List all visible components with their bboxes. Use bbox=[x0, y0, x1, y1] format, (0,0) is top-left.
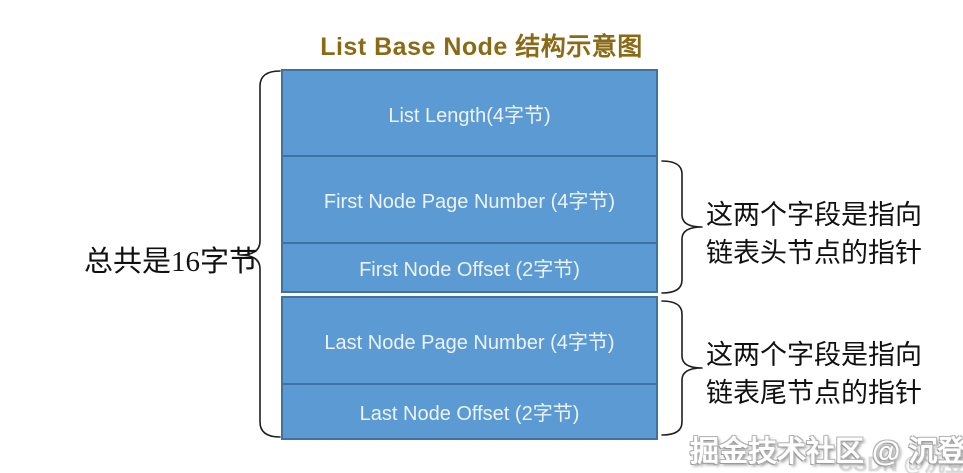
field-group-top: List Length(4字节) First Node Page Number … bbox=[281, 69, 658, 293]
head-pointer-note: 这两个字段是指向 链表头节点的指针 bbox=[706, 196, 922, 272]
right-brace-head bbox=[660, 158, 704, 296]
field-group-bottom: Last Node Page Number (4字节) Last Node Of… bbox=[281, 296, 658, 440]
field-box-last-node-page: Last Node Page Number (4字节) bbox=[324, 332, 615, 354]
left-brace bbox=[238, 68, 282, 440]
page-title: List Base Node 结构示意图 bbox=[320, 33, 643, 61]
tail-pointer-note-line1: 这两个字段是指向 bbox=[706, 340, 922, 370]
tail-pointer-note: 这两个字段是指向 链表尾节点的指针 bbox=[706, 336, 922, 412]
watermark-csdn: CSDN @沉登c bbox=[838, 453, 963, 473]
total-size-label: 总共是16字节 bbox=[84, 246, 259, 278]
field-box-first-node-offset: First Node Offset (2字节) bbox=[283, 242, 656, 291]
right-brace-tail bbox=[660, 298, 704, 438]
field-box-stack: List Length(4字节) First Node Page Number … bbox=[281, 69, 658, 440]
head-pointer-note-line1: 这两个字段是指向 bbox=[706, 200, 922, 230]
head-pointer-note-line2: 链表头节点的指针 bbox=[706, 238, 922, 268]
field-box-first-node-page: First Node Page Number (4字节) bbox=[283, 155, 656, 242]
field-box-list-length: List Length(4字节) bbox=[388, 104, 551, 127]
field-box-last-node-offset: Last Node Offset (2字节) bbox=[283, 383, 656, 438]
watermark-juejin: 掘金技术社区 @ 沉登c bbox=[690, 436, 963, 468]
tail-pointer-note-line2: 链表尾节点的指针 bbox=[706, 378, 922, 408]
